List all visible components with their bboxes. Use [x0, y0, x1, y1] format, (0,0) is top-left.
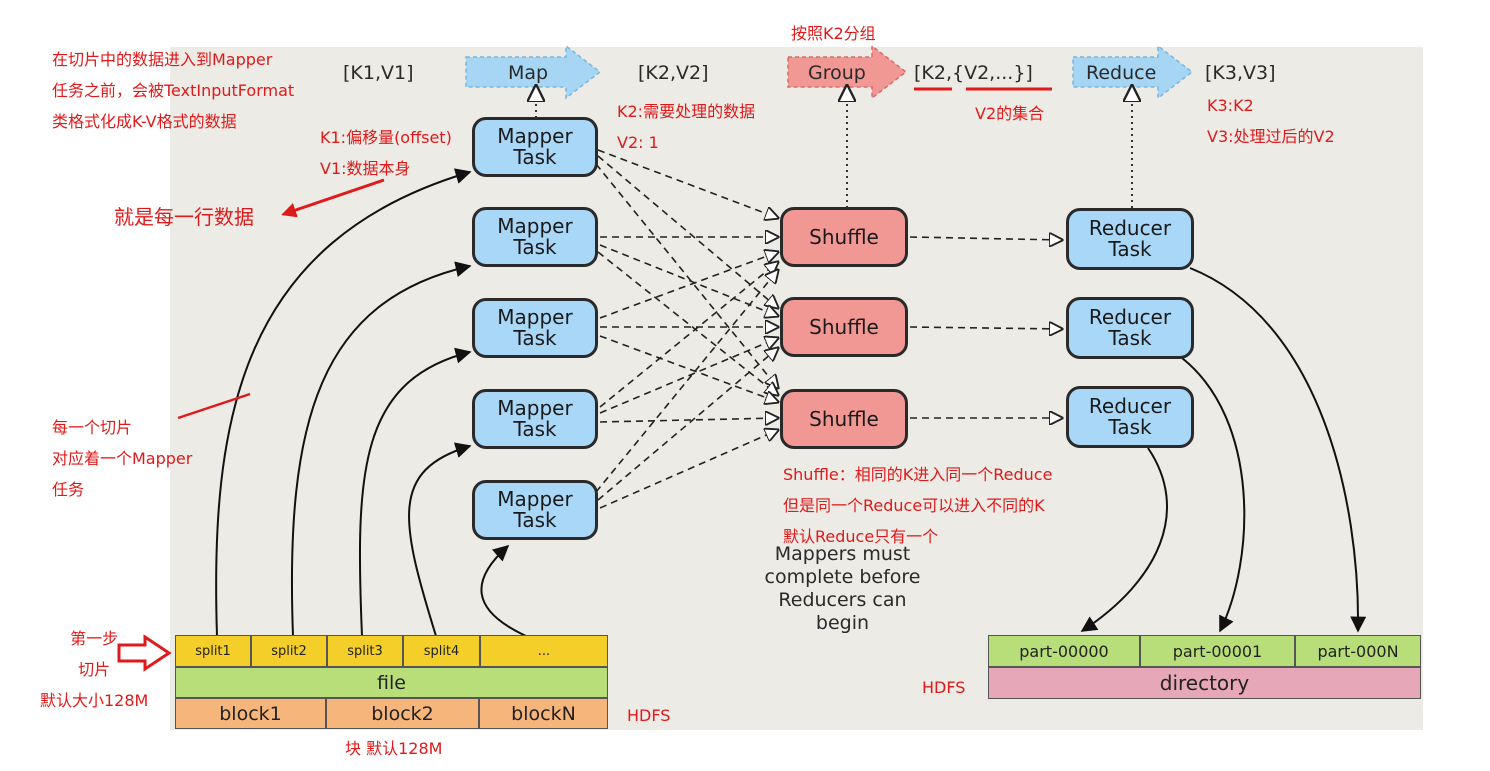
- each-line-red-arrow: [281, 178, 385, 218]
- v2-set-annotation: V2的集合: [975, 104, 1045, 123]
- step-one-annotation: 第一步 切片 默认大小128M: [40, 629, 149, 710]
- split-mapper-annotation: 每一个切片 对应着一个Mapper 任务: [52, 418, 193, 499]
- mappers-must-complete-note: Mappers must complete before Reducers ca…: [764, 543, 921, 634]
- group-label: Group: [808, 62, 866, 84]
- reducer-task-2: Reducer Task: [1066, 297, 1194, 359]
- hdfs-left-label: HDFS: [627, 706, 671, 725]
- step-one-red-arrow: [117, 634, 172, 672]
- each-line-annotation: 就是每一行数据: [114, 205, 254, 229]
- file-bar: file: [175, 667, 608, 698]
- reducer-to-part-curves: [1080, 267, 1367, 633]
- mapper-task-4: Mapper Task: [472, 389, 598, 449]
- k1-v1-label: [K1,V1]: [343, 62, 414, 84]
- reducer-task-1: Reducer Task: [1066, 208, 1194, 270]
- block-cell-2: block2: [326, 698, 479, 729]
- part-cell-0: part-00000: [988, 635, 1140, 667]
- split-to-mapper-curves: [215, 168, 527, 637]
- shuffle-1: Shuffle: [780, 207, 908, 267]
- shuffle-annotation: Shuffle：相同的K进入同一个Reduce 但是同一个Reduce可以进入不…: [783, 465, 1053, 546]
- reduce-arrow-shape: [1072, 44, 1194, 100]
- map-arrow-shape: [465, 44, 602, 100]
- mapper-task-3: Mapper Task: [472, 298, 598, 358]
- reduce-label: Reduce: [1086, 62, 1157, 84]
- reducer-task-3: Reducer Task: [1066, 386, 1194, 448]
- split-mapper-red-line: [177, 392, 251, 420]
- part-cell-n: part-000N: [1295, 635, 1421, 667]
- diagram-background: [170, 47, 1423, 730]
- group-arrow-shape: [787, 44, 908, 100]
- mapper-task-1: Mapper Task: [472, 117, 598, 177]
- shuffle-reducer-connections: [909, 237, 1062, 418]
- split-cell-3: split3: [327, 635, 403, 667]
- k2-v2-annotation: K2:需要处理的数据 V2: 1: [617, 102, 756, 152]
- block-cell-1: block1: [175, 698, 326, 729]
- mapper-task-2: Mapper Task: [472, 207, 598, 267]
- block-cell-n: blockN: [479, 698, 608, 729]
- shuffle-3: Shuffle: [780, 389, 908, 449]
- directory-bar: directory: [988, 667, 1421, 699]
- hdfs-right-label: HDFS: [922, 678, 966, 697]
- k3-v3-annotation: K3:K2 V3:处理过后的V2: [1207, 96, 1335, 146]
- mapper-shuffle-connections: [595, 149, 778, 509]
- map-label: Map: [508, 62, 549, 84]
- k2-v2-list-label: [K2,{V2,...}]: [914, 62, 1033, 84]
- k2-v2-label: [K2,V2]: [638, 62, 709, 84]
- group-by-annotation: 按照K2分组: [791, 24, 876, 43]
- mapper-task-5: Mapper Task: [472, 480, 598, 540]
- k3-v3-label: [K3,V3]: [1205, 62, 1276, 84]
- split-cell-1: split1: [175, 635, 251, 667]
- input-format-annotation: 在切片中的数据进入到Mapper 任务之前，会被TextInputFormat …: [52, 50, 295, 131]
- shuffle-2: Shuffle: [780, 297, 908, 357]
- split-cell-2: split2: [251, 635, 327, 667]
- split-cell-more: ...: [480, 635, 608, 667]
- split-cell-4: split4: [403, 635, 480, 667]
- block-size-annotation: 块 默认128M: [345, 739, 443, 758]
- k1-v1-annotation: K1:偏移量(offset) V1:数据本身: [320, 128, 452, 178]
- part-cell-1: part-00001: [1140, 635, 1295, 667]
